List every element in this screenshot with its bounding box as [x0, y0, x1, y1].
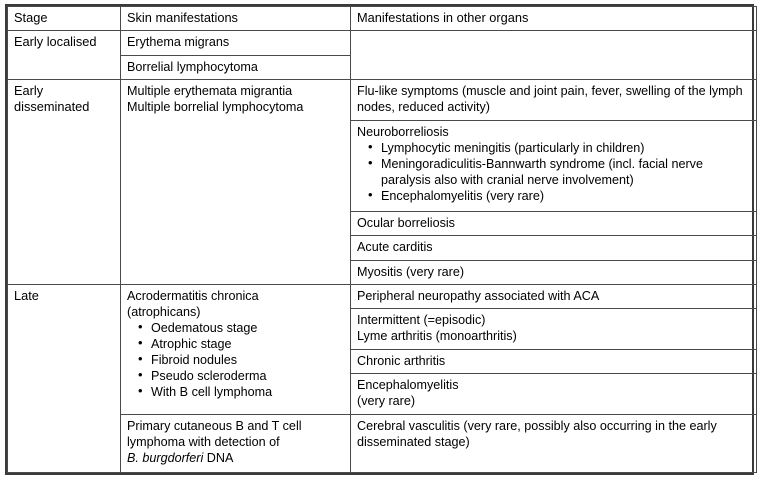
- bullet-lymphocytic-meningitis: Lymphocytic meningitis (particularly in …: [368, 139, 750, 156]
- table-row-myositis: Myositis (very rare): [8, 259, 757, 285]
- table-row-late-1: Late Acrodermatitis chronica (atrophican…: [7, 283, 757, 474]
- table-row-early-localised-2: Borrelial lymphocytoma: [8, 54, 757, 80]
- bullet-b-cell-lymphoma: With B cell lymphoma: [138, 383, 344, 400]
- neuroborreliosis-bullet-list: Lymphocytic meningitis (particularly in …: [357, 139, 750, 204]
- header-other-organs: Manifestations in other organs: [350, 5, 757, 32]
- table-row-chronic-arthritis: Chronic arthritis: [8, 348, 757, 375]
- skin-acrodermatitis-line-2: (atrophicans): [127, 304, 201, 319]
- skin-acrodermatitis-line-1: Acrodermatitis chronica: [127, 288, 259, 303]
- bullet-encephalomyelitis: Encephalomyelitis (very rare): [368, 187, 750, 204]
- bullet-fibroid-nodules: Fibroid nodules: [138, 351, 344, 368]
- table-row-late-encephalomyelitis: Encephalomyelitis (very rare): [8, 373, 757, 416]
- table-row-early-disseminated-1: Early disseminated Multiple erythemata m…: [7, 78, 757, 285]
- lyme-arthritis-line-1: Intermittent (=episodic): [357, 312, 486, 327]
- other-lyme-arthritis: Intermittent (=episodic) Lyme arthritis …: [350, 307, 757, 350]
- skin-borrelial-lymphocytoma: Borrelial lymphocytoma: [120, 54, 351, 80]
- neuroborreliosis-label: Neuroborreliosis: [357, 124, 449, 139]
- skin-primary-cutaneous-lymphoma: Primary cutaneous B and T cell lymphoma …: [120, 414, 351, 473]
- acrodermatitis-bullet-list: Oedematous stage Atrophic stage Fibroid …: [127, 319, 344, 401]
- table-row-acute-carditis: Acute carditis: [8, 235, 757, 261]
- other-ocular-borreliosis: Ocular borreliosis: [350, 211, 757, 237]
- skin-erythema-migrans: Erythema migrans: [120, 30, 351, 56]
- other-myositis: Myositis (very rare): [350, 259, 757, 285]
- bullet-oedematous-stage: Oedematous stage: [138, 319, 344, 336]
- cutaneous-lymphoma-line-2: lymphoma with detection of: [127, 435, 280, 450]
- late-encephalomyelitis-line-2: (very rare): [357, 394, 416, 409]
- other-neuroborreliosis: Neuroborreliosis Lymphocytic meningitis …: [350, 119, 757, 213]
- skin-line-multiple-lymphocytoma: Multiple borrelial lymphocytoma: [127, 99, 304, 114]
- other-peripheral-neuropathy: Peripheral neuropathy associated with AC…: [350, 283, 757, 309]
- late-encephalomyelitis-line-1: Encephalomyelitis: [357, 378, 459, 393]
- skin-acrodermatitis-chronica: Acrodermatitis chronica (atrophicans) Oe…: [120, 283, 351, 416]
- cutaneous-lymphoma-line-1: Primary cutaneous B and T cell: [127, 419, 302, 434]
- bullet-bannwarth-syndrome: Meningoradiculitis-Bannwarth syndrome (i…: [368, 155, 750, 188]
- table-header-row: Stage Skin manifestations Manifestations…: [7, 5, 757, 32]
- other-late-encephalomyelitis: Encephalomyelitis (very rare): [350, 373, 757, 416]
- bullet-atrophic-stage: Atrophic stage: [138, 335, 344, 352]
- other-flu-like-symptoms: Flu-like symptoms (muscle and joint pain…: [350, 78, 757, 121]
- stage-label-late: Late: [7, 283, 121, 474]
- lyme-borreliosis-stages-table: Stage Skin manifestations Manifestations…: [5, 4, 757, 475]
- table-row-late-2: Primary cutaneous B and T cell lymphoma …: [8, 414, 757, 473]
- stage-label-line-1: Early: [14, 82, 44, 98]
- stage-label-early-disseminated: Early disseminated: [7, 78, 121, 285]
- header-stage: Stage: [7, 5, 121, 32]
- species-name-italic: B. burgdorferi: [127, 451, 204, 466]
- other-chronic-arthritis: Chronic arthritis: [350, 348, 757, 375]
- stage-label-early-localised: Early localised: [7, 30, 121, 80]
- other-early-localised-empty: [350, 30, 757, 80]
- table-row-early-localised-1: Early localised Erythema migrans: [7, 30, 757, 80]
- species-name-suffix: DNA: [203, 451, 234, 466]
- other-acute-carditis: Acute carditis: [350, 235, 757, 261]
- other-cerebral-vasculitis: Cerebral vasculitis (very rare, possibly…: [350, 414, 757, 473]
- skin-early-disseminated: Multiple erythemata migrantia Multiple b…: [120, 78, 351, 285]
- stage-label-line-2: disseminated: [14, 99, 90, 115]
- lyme-arthritis-line-2: Lyme arthritis (monoarthritis): [357, 329, 517, 344]
- bullet-pseudo-scleroderma: Pseudo scleroderma: [138, 367, 344, 384]
- table-row-neuroborreliosis: Neuroborreliosis Lymphocytic meningitis …: [8, 119, 757, 213]
- cutaneous-lymphoma-line-3: B. burgdorferi DNA: [127, 450, 344, 466]
- header-skin-manifestations: Skin manifestations: [120, 5, 351, 32]
- table-row-lyme-arthritis: Intermittent (=episodic) Lyme arthritis …: [8, 307, 757, 350]
- skin-line-multiple-erythemata: Multiple erythemata migrantia: [127, 83, 293, 98]
- stages-table: Stage Skin manifestations Manifestations…: [7, 5, 757, 474]
- table-row-ocular-borreliosis: Ocular borreliosis: [8, 211, 757, 237]
